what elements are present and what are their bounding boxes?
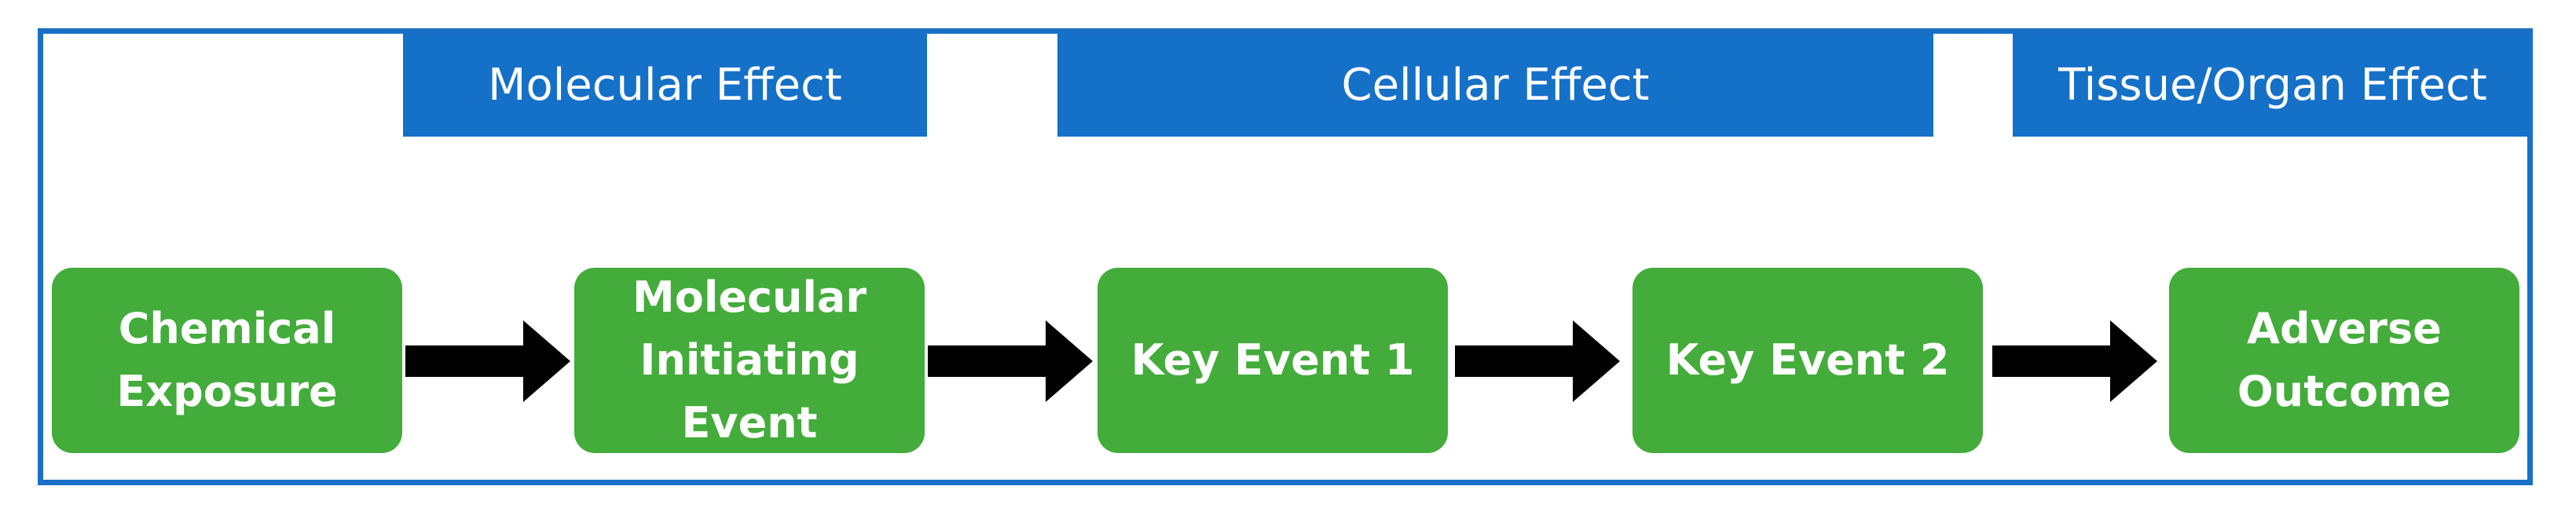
banner-cellular-effect: Cellular Effect [1057, 33, 1933, 137]
box-label: Chemical Exposure [116, 304, 338, 416]
banner-label: Molecular Effect [488, 59, 842, 111]
box-label: Key Event 1 [1130, 335, 1415, 385]
banner-label: Tissue/Organ Effect [2058, 59, 2487, 111]
arrow-right-icon [1455, 320, 1620, 402]
box-adverse-outcome: Adverse Outcome [2169, 268, 2519, 453]
banner-label: Cellular Effect [1341, 59, 1650, 111]
banner-tissue-organ-effect: Tissue/Organ Effect [2013, 33, 2533, 137]
box-key-event-1: Key Event 1 [1097, 268, 1448, 453]
arrow-right-icon [405, 320, 570, 402]
box-key-event-2: Key Event 2 [1632, 268, 1983, 453]
box-label: Key Event 2 [1665, 335, 1950, 385]
arrow-right-icon [1992, 320, 2157, 402]
arrow-right-icon [928, 320, 1093, 402]
box-label: Molecular Initiating Event [632, 272, 867, 448]
box-label: Adverse Outcome [2237, 304, 2452, 416]
banner-molecular-effect: Molecular Effect [403, 33, 927, 137]
box-chemical-exposure: Chemical Exposure [52, 268, 402, 453]
box-molecular-initiating-event: Molecular Initiating Event [574, 268, 925, 453]
